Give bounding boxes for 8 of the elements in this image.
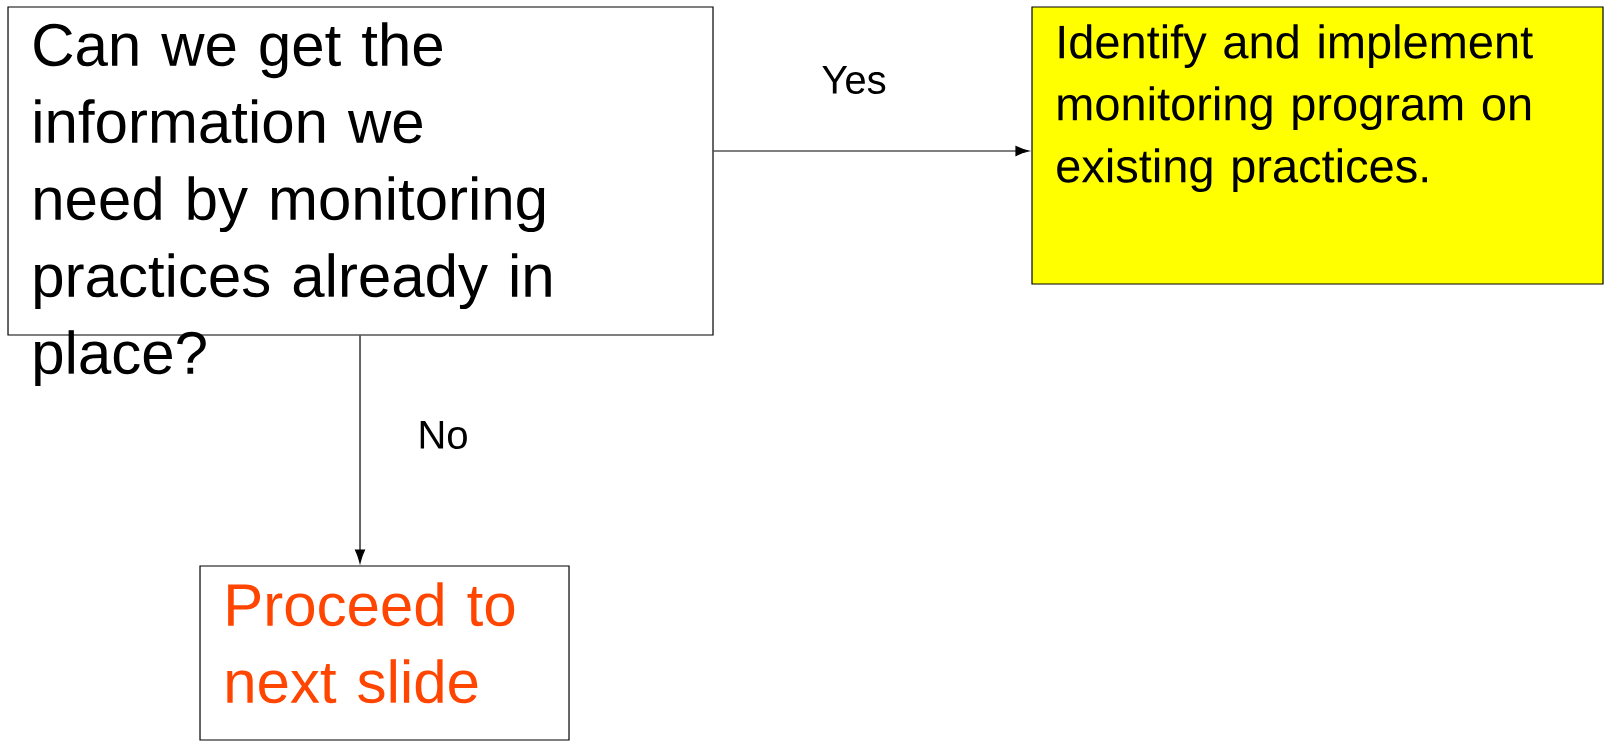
process-box: Identify and implement monitoring program on existing practices. <box>1031 6 1604 285</box>
edge-label: No <box>415 419 471 451</box>
process-box: Can we get the information we need by monitoring practices already in place? <box>7 6 714 387</box>
process-box: Proceed to next slide <box>199 565 570 741</box>
arrow <box>713 145 1030 157</box>
edge-label: Yes <box>819 64 889 96</box>
arrow <box>354 335 366 564</box>
node-label: place? <box>35 330 206 387</box>
